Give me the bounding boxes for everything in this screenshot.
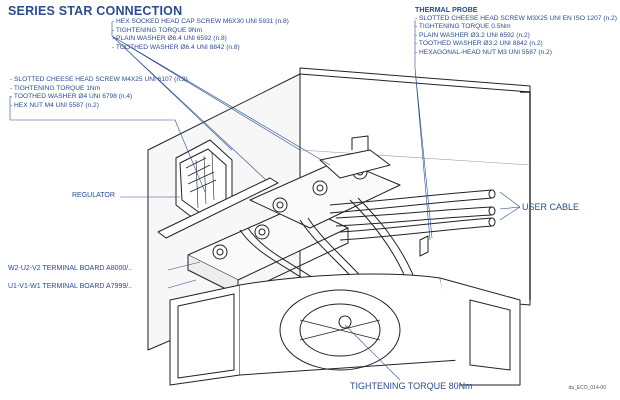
w2-board-label: W2-U2-V2 TERMINAL BOARD A8000/.. bbox=[8, 265, 133, 272]
thermal-probe-line-1: - SLOTTED CHEESE HEAD SCREW M3X25 UNI EN… bbox=[415, 14, 617, 22]
leader-u1-board bbox=[167, 279, 197, 289]
screw-m4-line-3: - TOOTHED WASHER Ø4 UNI 6798 (n.4) bbox=[10, 93, 133, 101]
thermal-probe-heading: THERMAL PROBE bbox=[415, 5, 478, 14]
leader-user-cable bbox=[499, 191, 521, 221]
page-title: SERIES STAR CONNECTION bbox=[8, 4, 183, 18]
user-cable-label: USER CABLE bbox=[522, 202, 580, 212]
screw-m6-line-3: - PLAIN WASHER Ø6.4 UNI 6592 (n.8) bbox=[112, 35, 227, 43]
leader-screw-m6 bbox=[111, 22, 331, 181]
screw-m4-line-4: - HEX NUT M4 UNI 5587 (n.2) bbox=[10, 101, 99, 109]
leader-w2-board bbox=[167, 261, 201, 271]
user-cables bbox=[329, 189, 496, 241]
screw-m4-line-2: - TIGHTENING TORQUE 1Nm bbox=[10, 84, 101, 92]
leader-thermal-probe bbox=[414, 20, 433, 241]
screw-m4-line-1: - SLOTTED CHEESE HEAD SCREW M4X25 UNI 61… bbox=[10, 76, 188, 83]
leader-screw-m4 bbox=[9, 96, 206, 193]
regulator-label: REGULATOR bbox=[72, 192, 115, 199]
screw-m4-spec: - SLOTTED CHEESE HEAD SCREW M4X25 UNI 61… bbox=[10, 76, 188, 110]
screw-m6-spec: - HEX SOCKED HEAD CAP SCREW M6X30 UNI 59… bbox=[112, 18, 289, 52]
alternator-body bbox=[169, 273, 521, 386]
thermal-probe-line-3: - PLAIN WASHER Ø3.2 UNI 6592 (n.2) bbox=[415, 31, 530, 39]
thermal-probe-spec: THERMAL PROBE - SLOTTED CHEESE HEAD SCRE… bbox=[415, 5, 617, 58]
screw-m6-line-1: - HEX SOCKED HEAD CAP SCREW M6X30 UNI 59… bbox=[112, 18, 289, 25]
u1-board-label: U1-V1-W1 TERMINAL BOARD A7999/.. bbox=[8, 283, 133, 290]
screw-m6-line-2: - TIGHTENING TORQUE 9Nm bbox=[112, 26, 203, 34]
leader-torque-80 bbox=[344, 324, 401, 381]
thermal-probe-line-2: - TIGHTENING TORQUE 0.5Nm bbox=[415, 23, 511, 31]
screw-m6-line-4: - TOOTHED WASHER Ø6.4 UNI 8842 (n.8) bbox=[112, 43, 240, 51]
thermal-probe-line-5: - HEXAGONAL-HEAD NUT M3 UNI 5587 (n.2) bbox=[415, 48, 552, 56]
drawing-code: da_ECO_014-00 bbox=[568, 385, 606, 391]
torque-80-label: TIGHTENING TORQUE 80Nm bbox=[350, 381, 473, 391]
thermal-probe-line-4: - TOOTHED WASHER Ø3.2 UNI 8842 (n.2) bbox=[415, 40, 543, 48]
